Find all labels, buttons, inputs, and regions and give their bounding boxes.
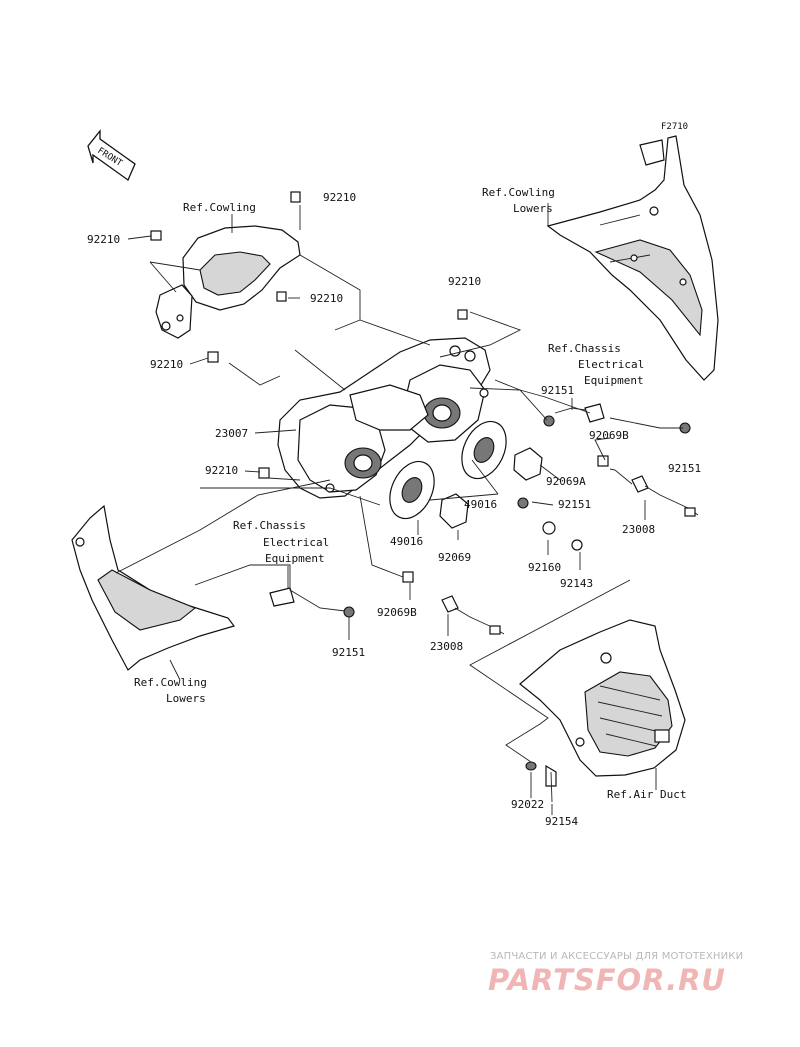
part-number-92210-lower-left: 92210 (150, 358, 183, 371)
ref-chassis-left-label-3: Equipment (265, 552, 325, 565)
part-number-92069b-right: 92069B (589, 429, 629, 442)
front-direction-arrow: FRONT (87, 129, 136, 181)
cowling-lower-left-part (71, 504, 235, 671)
part-number-labels: 92210 92210 92210 92210 92210 92210 2300… (87, 191, 701, 828)
watermark-caption: ЗАПЧАСТИ И АКСЕССУАРЫ ДЛЯ МОТОТЕХНИКИ (490, 951, 744, 962)
ref-cowling-lowers-top-label-2: Lowers (513, 202, 553, 215)
ref-chassis-left-label-1: Ref.Chassis (233, 519, 306, 532)
clip-92210-parts (150, 191, 468, 479)
position-lamp-23008-parts (441, 475, 699, 635)
part-number-92069: 92069 (438, 551, 471, 564)
part-number-92069a: 92069A (546, 475, 586, 488)
ref-cowling-lowers-bottom-label-1: Ref.Cowling (134, 676, 207, 689)
ref-chassis-right-label-2: Electrical (578, 358, 644, 371)
ref-cowling-label: Ref.Cowling (183, 201, 256, 214)
leader-lines (115, 203, 683, 815)
ref-air-duct-label: Ref.Air Duct (607, 788, 686, 801)
part-number-49016-right: 49016 (464, 498, 497, 511)
part-number-23008-right: 23008 (622, 523, 655, 536)
part-number-92210-top: 92210 (323, 191, 356, 204)
part-number-92210-left: 92210 (87, 233, 120, 246)
part-number-92143: 92143 (560, 577, 593, 590)
part-number-23008-bottom: 23008 (430, 640, 463, 653)
headlight-assembly-23007 (277, 337, 491, 499)
cowling-lower-right-part (546, 135, 719, 381)
ref-chassis-right-label-1: Ref.Chassis (548, 342, 621, 355)
part-number-92069b-bottom: 92069B (377, 606, 417, 619)
part-number-92022: 92022 (511, 798, 544, 811)
part-number-92210-middle: 92210 (310, 292, 343, 305)
part-number-92151-top: 92151 (541, 384, 574, 397)
upper-cowling-part (155, 225, 301, 339)
part-number-49016-left: 49016 (390, 535, 423, 548)
air-duct-part (519, 619, 686, 803)
headlight-bulb-parts (389, 420, 507, 520)
part-number-92210-right: 92210 (448, 275, 481, 288)
reference-labels: Ref.Cowling Ref.Cowling Lowers Ref.Chass… (134, 186, 686, 801)
watermark-logo: PARTSFOR.RU (488, 963, 726, 997)
ref-cowling-lowers-bottom-label-2: Lowers (166, 692, 206, 705)
part-number-92154: 92154 (545, 815, 578, 828)
ref-cowling-lowers-top-label-1: Ref.Cowling (482, 186, 555, 199)
ref-chassis-right-label-3: Equipment (584, 374, 644, 387)
ref-chassis-left-label-2: Electrical (263, 536, 329, 549)
part-number-92151-right: 92151 (668, 462, 701, 475)
part-number-92160: 92160 (528, 561, 561, 574)
figure-code: F2710 (661, 122, 688, 132)
part-number-92210-bottom: 92210 (205, 464, 238, 477)
part-number-92151-middle: 92151 (558, 498, 591, 511)
part-number-92151-bottom: 92151 (332, 646, 365, 659)
part-number-23007: 23007 (215, 427, 248, 440)
